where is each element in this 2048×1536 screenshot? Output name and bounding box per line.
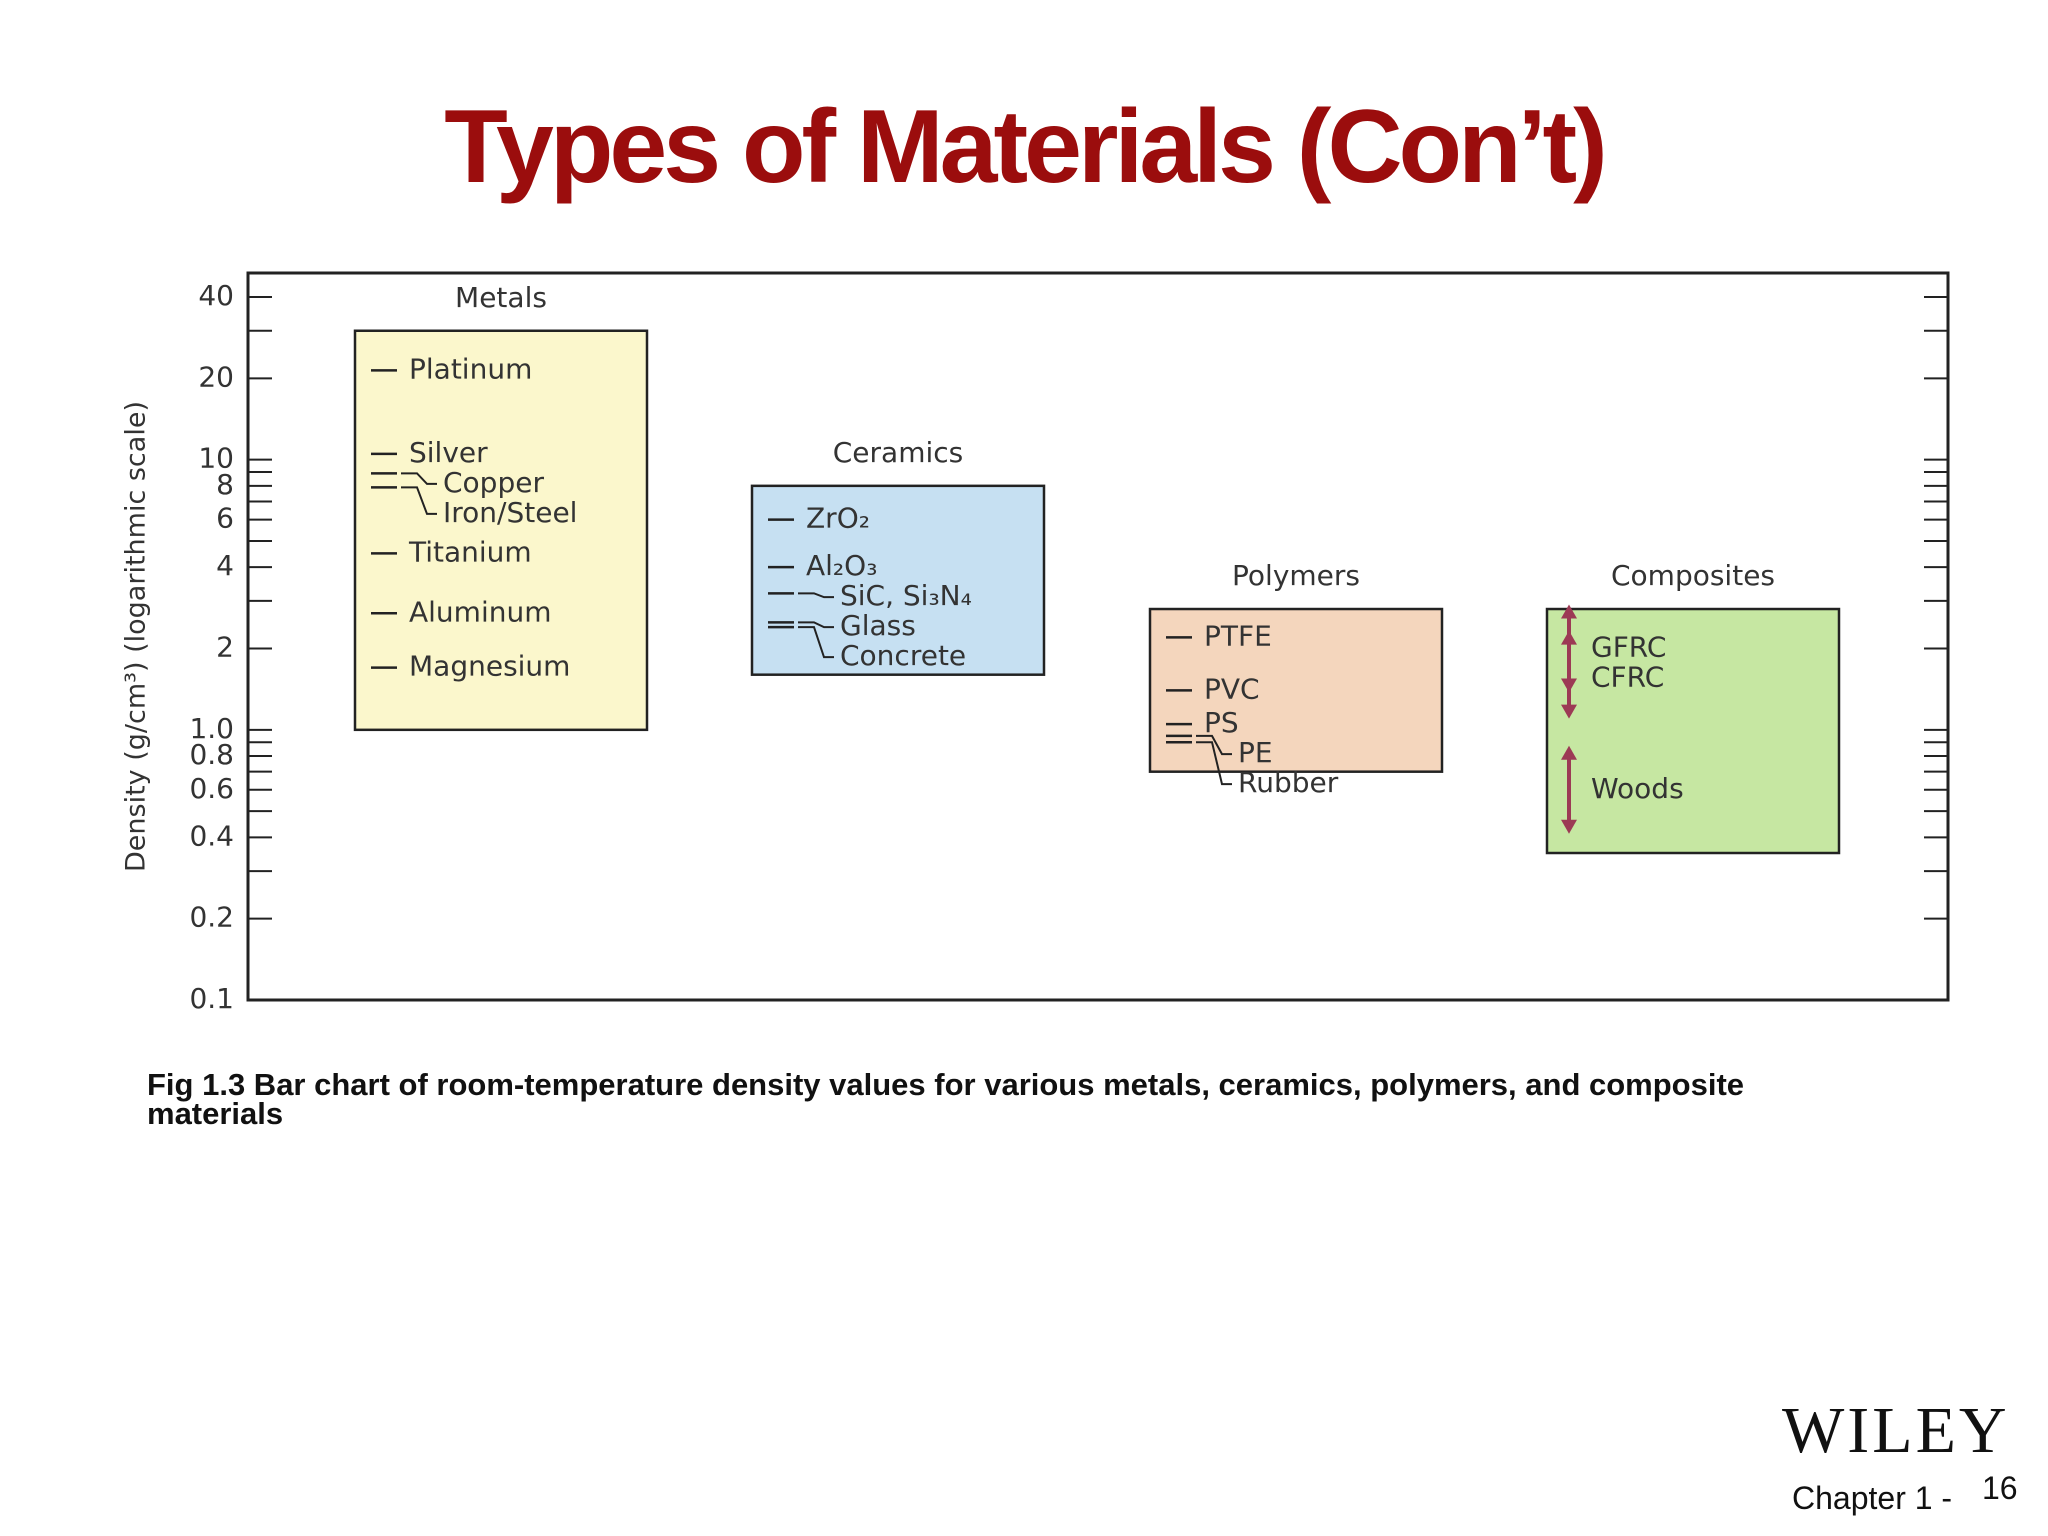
material-composites-2-arrow-down	[1561, 819, 1577, 834]
y-tick-label: 1.0	[189, 712, 234, 745]
material-ceramics-3-leader	[798, 621, 834, 629]
material-polymers-2-label: PS	[1204, 706, 1239, 739]
material-ceramics-4-label: Concrete	[840, 639, 966, 672]
figure-caption: Fig 1.3 Bar chart of room-temperature de…	[147, 1067, 1745, 1131]
material-polymers-4-label: Rubber	[1238, 766, 1339, 799]
material-metals-0-label: Platinum	[409, 352, 532, 385]
group-label-metals: Metals	[455, 281, 547, 314]
material-polymers-0-label: PTFE	[1204, 619, 1272, 652]
group-box-composites	[1545, 607, 1841, 855]
slide-title: Types of Materials (Con’t)	[444, 89, 1608, 205]
material-metals-1-label: Silver	[409, 436, 488, 469]
material-composites-2-label: Woods	[1591, 772, 1684, 805]
material-ceramics-1-label: Al₂O₃	[806, 549, 877, 582]
material-composites-1-label: CFRC	[1591, 661, 1664, 694]
material-composites-1-arrow-down	[1561, 704, 1577, 719]
material-composites-2-arrow-up	[1561, 745, 1577, 760]
material-metals-6-label: Magnesium	[409, 650, 570, 683]
y-tick-label: 0.8	[189, 738, 234, 771]
y-axis-label: Density (g/cm³) (logarithmic scale)	[121, 401, 152, 872]
material-ceramics-3-label: Glass	[840, 609, 916, 642]
material-ceramics-4-leader	[798, 626, 834, 659]
material-composites-0-arrow-up	[1561, 604, 1577, 619]
y-tick-label: 8	[216, 468, 234, 501]
material-metals-4-label: Titanium	[408, 535, 532, 568]
material-polymers-1-label: PVC	[1204, 672, 1260, 705]
material-metals-2-label: Copper	[443, 466, 544, 499]
material-polymers-3-leader	[1196, 734, 1232, 756]
group-box-metals	[353, 329, 649, 732]
material-metals-3-leader	[401, 486, 437, 515]
material-metals-5-label: Aluminum	[409, 595, 552, 628]
material-composites-0-label: GFRC	[1591, 631, 1666, 664]
y-tick-label: 2	[216, 631, 234, 664]
plot-frame	[246, 271, 1950, 1002]
group-label-polymers: Polymers	[1232, 559, 1360, 592]
group-box-polymers	[1148, 607, 1444, 773]
y-tick-label: 4	[216, 549, 234, 582]
material-polymers-4-leader	[1196, 741, 1232, 786]
material-metals-2-leader	[401, 472, 437, 485]
material-metals-3-label: Iron/Steel	[443, 496, 577, 529]
y-tick-label: 20	[198, 360, 234, 393]
group-label-composites: Composites	[1611, 559, 1775, 592]
material-ceramics-2-label: SiC, Si₃N₄	[840, 579, 972, 612]
y-tick-label: 10	[198, 442, 234, 475]
y-tick-label: 0.6	[189, 772, 234, 805]
y-tick-label: 40	[198, 279, 234, 312]
material-polymers-3-label: PE	[1238, 736, 1273, 769]
chapter-label: Chapter 1 -	[1792, 1480, 1953, 1516]
wiley-logo: WILEY	[1782, 1394, 2010, 1467]
group-label-ceramics: Ceramics	[833, 436, 963, 469]
y-tick-label: 0.4	[189, 819, 234, 852]
material-ceramics-2-leader	[798, 592, 834, 599]
y-tick-label: 0.1	[189, 982, 234, 1015]
y-tick-label: 0.2	[189, 901, 234, 934]
material-composites-1-arrow-up	[1561, 630, 1577, 645]
y-tick-label: 6	[216, 502, 234, 535]
group-box-ceramics	[750, 484, 1046, 676]
page-number: 16	[1982, 1470, 2018, 1506]
material-ceramics-0-label: ZrO₂	[806, 502, 870, 535]
